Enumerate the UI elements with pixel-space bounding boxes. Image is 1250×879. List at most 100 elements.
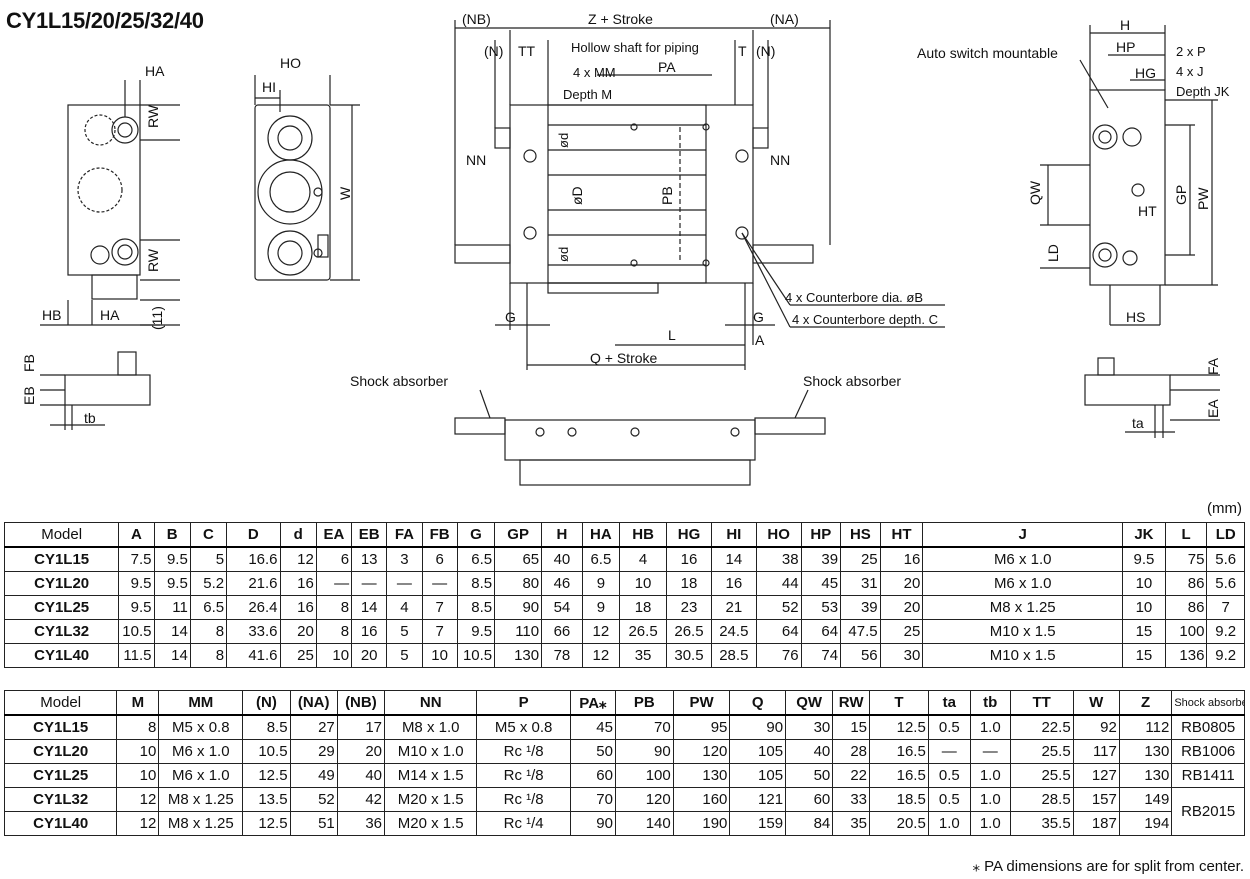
value-cell: RB1006 bbox=[1171, 739, 1245, 764]
value-cell: M8 x 1.25 bbox=[158, 787, 244, 812]
unit-label: (mm) bbox=[1207, 500, 1242, 517]
value-cell: 8.5 bbox=[242, 714, 291, 740]
value-cell: M8 x 1.25 bbox=[158, 811, 244, 836]
label-pa: PA bbox=[658, 59, 676, 75]
header-cell: D bbox=[226, 522, 281, 548]
label-nb: (NB) bbox=[462, 11, 491, 27]
value-cell: 5.2 bbox=[189, 571, 228, 596]
value-cell: 90 bbox=[569, 811, 616, 836]
label-w: W bbox=[337, 186, 353, 200]
label-na: (NA) bbox=[770, 11, 799, 27]
value-cell: 90 bbox=[494, 595, 543, 620]
label-2xp: 2 x P bbox=[1176, 44, 1206, 59]
header-cell: P bbox=[476, 690, 571, 716]
value-cell: 20 bbox=[336, 739, 386, 764]
value-cell: 46 bbox=[541, 571, 583, 596]
label-pw: PW bbox=[1195, 187, 1211, 210]
value-cell: 64 bbox=[800, 619, 842, 644]
value-cell: 3 bbox=[386, 546, 423, 572]
value-cell: 10 bbox=[619, 571, 668, 596]
value-cell: 105 bbox=[729, 739, 787, 764]
value-cell: 47.5 bbox=[840, 619, 881, 644]
value-cell: M14 x 1.5 bbox=[384, 763, 478, 788]
value-cell: 10.5 bbox=[118, 619, 155, 644]
label-ta: ta bbox=[1132, 415, 1144, 431]
value-cell: 49 bbox=[289, 763, 338, 788]
header-cell: PA⁎ bbox=[569, 690, 616, 716]
label-hi: HI bbox=[262, 79, 276, 95]
label-shock-absorber-right: Shock absorber bbox=[803, 373, 901, 389]
value-cell: 9.2 bbox=[1206, 643, 1245, 668]
value-cell: 7 bbox=[421, 595, 458, 620]
label-counterbore-depth: 4 x Counterbore depth. C bbox=[792, 312, 938, 327]
label-od-bottom: ød bbox=[556, 247, 571, 262]
header-cell: QW bbox=[785, 690, 834, 716]
value-cell: 45 bbox=[800, 571, 842, 596]
label-gp: GP bbox=[1173, 185, 1189, 205]
value-cell: 11 bbox=[153, 595, 191, 620]
label-hg: HG bbox=[1135, 65, 1156, 81]
shock-absorber-right bbox=[754, 417, 826, 435]
value-cell: 12 bbox=[581, 619, 621, 644]
label-l: L bbox=[668, 327, 676, 343]
value-cell: 10.5 bbox=[242, 739, 291, 764]
value-cell: M20 x 1.5 bbox=[384, 811, 478, 836]
value-cell: 0.5 bbox=[927, 763, 971, 788]
value-cell: 8.5 bbox=[456, 595, 496, 620]
value-cell: Rc ¹/8 bbox=[476, 763, 571, 788]
value-cell: 78 bbox=[541, 643, 583, 668]
value-cell: 38 bbox=[755, 546, 802, 572]
header-cell: FB bbox=[421, 522, 458, 548]
value-cell: 14 bbox=[153, 643, 191, 668]
label-rw-bottom: RW bbox=[145, 248, 161, 272]
value-cell: 6.5 bbox=[581, 546, 621, 572]
value-cell: M5 x 0.8 bbox=[158, 714, 244, 740]
model-cell: CY1L32 bbox=[3, 619, 120, 644]
value-cell: 1.0 bbox=[969, 763, 1011, 788]
value-cell: 13 bbox=[351, 546, 388, 572]
value-cell: 65 bbox=[494, 546, 543, 572]
header-cell: tb bbox=[969, 690, 1011, 716]
bracket-right bbox=[1084, 374, 1171, 406]
value-cell: Rc ¹/4 bbox=[476, 811, 571, 836]
value-cell: 28 bbox=[832, 739, 871, 764]
value-cell: 120 bbox=[672, 739, 731, 764]
label-pb: PB bbox=[659, 186, 675, 205]
value-cell: 16 bbox=[279, 595, 317, 620]
value-cell: 10 bbox=[1122, 571, 1166, 596]
value-cell: 25 bbox=[840, 546, 881, 572]
value-cell: 9.2 bbox=[1206, 619, 1245, 644]
value-cell: 17 bbox=[336, 714, 386, 740]
value-cell: 157 bbox=[1072, 787, 1120, 812]
label-oD: øD bbox=[569, 186, 585, 205]
header-cell: HA bbox=[581, 522, 621, 548]
value-cell: 13.5 bbox=[242, 787, 291, 812]
value-cell: 86 bbox=[1164, 595, 1208, 620]
label-rw-top: RW bbox=[145, 104, 161, 128]
header-cell: HI bbox=[710, 522, 757, 548]
label-ha-top: HA bbox=[145, 63, 165, 79]
value-cell: 10 bbox=[1122, 595, 1166, 620]
value-cell: 10 bbox=[315, 643, 353, 668]
value-cell: M10 x 1.5 bbox=[922, 619, 1124, 644]
header-cell: PW bbox=[672, 690, 731, 716]
value-cell: 20 bbox=[279, 619, 317, 644]
value-cell: 22.5 bbox=[1009, 714, 1074, 740]
label-tb: tb bbox=[84, 410, 96, 426]
value-cell: 25 bbox=[879, 619, 924, 644]
value-cell: M8 x 1.25 bbox=[922, 595, 1124, 620]
value-cell: 56 bbox=[840, 643, 881, 668]
value-cell: 70 bbox=[614, 714, 674, 740]
value-cell: 10 bbox=[116, 739, 160, 764]
value-cell: 40 bbox=[541, 546, 583, 572]
value-cell: 28.5 bbox=[710, 643, 757, 668]
value-cell: 16 bbox=[279, 571, 317, 596]
label-g-left: G bbox=[505, 309, 516, 325]
value-cell: 20 bbox=[879, 571, 924, 596]
value-cell: 9.5 bbox=[456, 619, 496, 644]
value-cell: 8 bbox=[189, 619, 228, 644]
label-a: A bbox=[755, 332, 765, 348]
value-cell: 24.5 bbox=[710, 619, 757, 644]
